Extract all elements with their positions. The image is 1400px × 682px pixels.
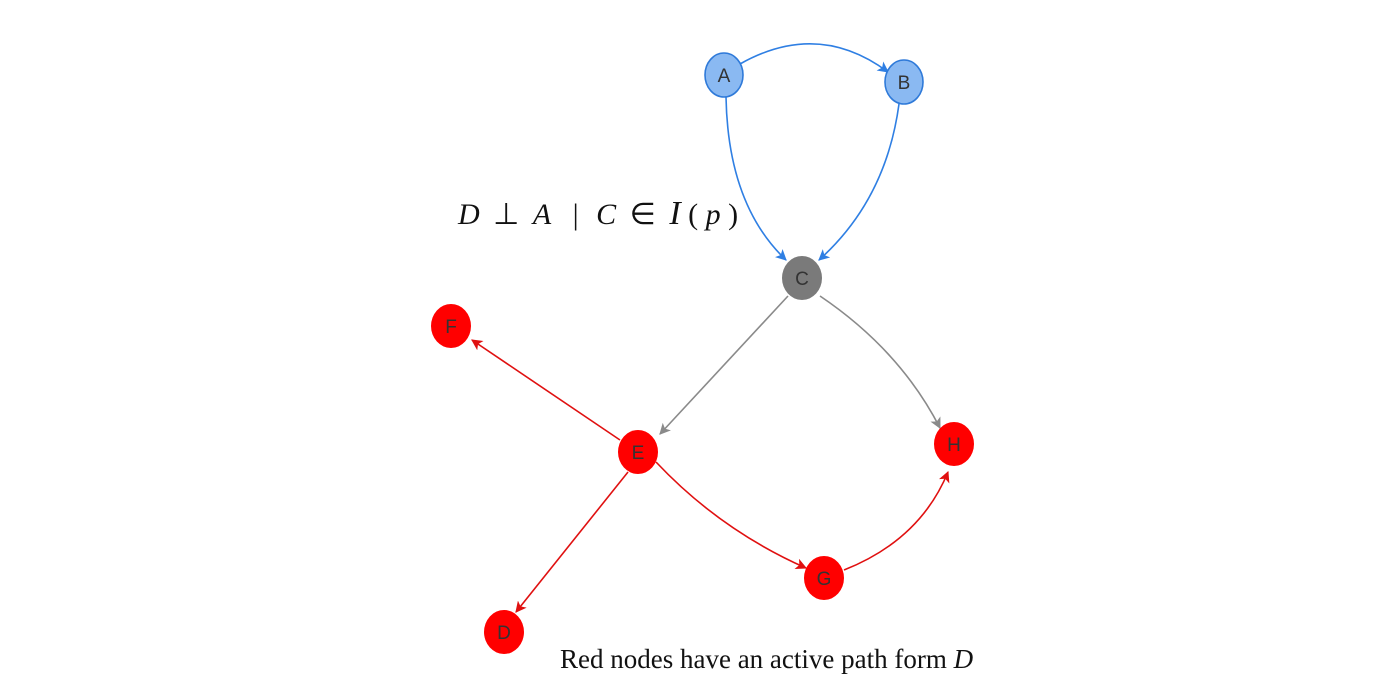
edges: [471, 43, 950, 613]
formula-c: C: [596, 198, 617, 231]
edge-e-to-f: [471, 339, 621, 441]
node-b-label: B: [898, 73, 911, 94]
node-b: B: [884, 59, 924, 105]
formula-lparen: (: [688, 198, 698, 231]
formula-in: ∈: [630, 198, 656, 231]
node-h-label: H: [947, 435, 961, 456]
edge-e-to-d: [515, 471, 629, 613]
node-h: H: [934, 422, 974, 466]
edge-b-to-c: [818, 103, 900, 261]
node-a-label: A: [718, 66, 731, 87]
node-c: C: [782, 256, 822, 300]
formula-perp: ⊥: [493, 198, 519, 231]
edge-a-to-b: [739, 43, 889, 73]
node-f: F: [431, 304, 471, 348]
node-a: A: [704, 52, 744, 98]
caption-text: Red nodes have an active path form: [560, 644, 954, 674]
node-f-label: F: [445, 317, 457, 338]
nodes: A B C E F D G H: [431, 52, 974, 654]
caption-var: D: [953, 644, 974, 674]
edge-g-to-h: [843, 470, 950, 571]
edge-e-to-g: [655, 461, 808, 570]
edge-c-to-e: [659, 295, 789, 435]
node-g: G: [804, 556, 844, 600]
edge-c-to-h: [819, 295, 941, 429]
formula-p: p: [704, 198, 721, 231]
independence-formula: D ⊥ A | C ∈ I ( p ): [457, 195, 738, 232]
node-e: E: [618, 430, 658, 474]
formula-a: A: [531, 198, 552, 231]
node-g-label: G: [817, 569, 832, 590]
formula-rparen: ): [728, 198, 738, 231]
node-e-label: E: [632, 443, 645, 464]
node-c-label: C: [795, 269, 809, 290]
node-d-label: D: [497, 623, 511, 644]
node-d: D: [484, 610, 524, 654]
formula-d: D: [457, 198, 480, 231]
edge-a-to-c: [725, 96, 787, 261]
formula-i: I: [668, 195, 682, 232]
caption: Red nodes have an active path form D: [560, 644, 974, 674]
formula-given: |: [573, 198, 579, 231]
